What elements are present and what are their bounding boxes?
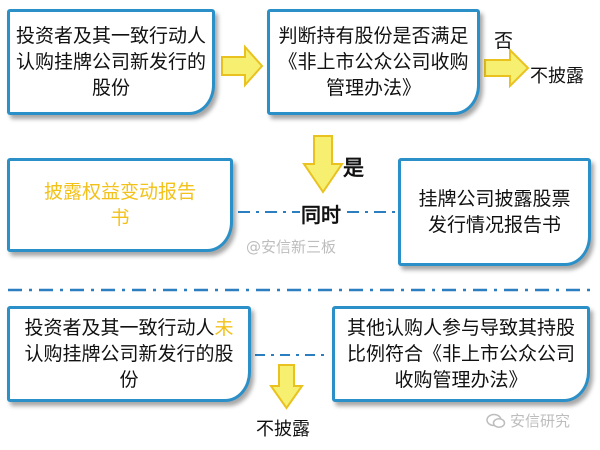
label-no-disclose-top: 不披露 <box>530 66 584 87</box>
box-investor-subscribe-text: 投资者及其一致行动人认购挂牌公司新发行的股份 <box>16 25 207 99</box>
wechat-icon <box>486 413 506 428</box>
arrow-right-no <box>484 47 530 89</box>
box-judge-holding: 判断持有股份是否满足《非上市公众公司收购管理办法》 <box>267 9 480 115</box>
watermark-bottom-right-text: 安信研究 <box>510 412 571 430</box>
label-no: 否 <box>494 30 514 52</box>
box-investor-subscribe: 投资者及其一致行动人认购挂牌公司新发行的股份 <box>7 9 215 115</box>
box-other-subscribers-text: 其他认购人参与导致其持股比例符合《非上市公众公司收购管理办法》 <box>346 317 575 391</box>
box-judge-holding-text: 判断持有股份是否满足《非上市公众公司收购管理办法》 <box>278 25 469 99</box>
box-investor-not-subscribe-text: 投资者及其一致行动人未认购挂牌公司新发行的股份 <box>10 309 248 399</box>
box-disclose-equity-change-text: 披露权益变动报告书 <box>43 181 196 229</box>
box-company-disclose-issuance: 挂牌公司披露股票发行情况报告书 <box>398 158 591 266</box>
label-yes: 是 <box>343 156 364 180</box>
box-company-disclose-issuance-text: 挂牌公司披露股票发行情况报告书 <box>418 188 571 236</box>
label-no-disclose-bottom: 不披露 <box>256 419 310 440</box>
investor-not-subscribe-part-a: 投资者及其一致行动人 <box>24 317 215 339</box>
watermark-center: @安信新三板 <box>246 238 337 256</box>
arrow-right-1 <box>221 44 264 88</box>
investor-not-subscribe-part-b: 认购挂牌公司新发行的股份 <box>24 343 234 391</box>
investor-not-subscribe-mark: 未 <box>214 317 234 339</box>
arrow-down-no-disclose <box>269 364 304 410</box>
investor-not-subscribe-line: 投资者及其一致行动人未认购挂牌公司新发行的股份 <box>18 315 240 393</box>
box-other-subscribers: 其他认购人参与导致其持股比例符合《非上市公众公司收购管理办法》 <box>332 306 590 402</box>
watermark-bottom-right: 安信研究 <box>486 410 570 431</box>
box-investor-not-subscribe: 投资者及其一致行动人未认购挂牌公司新发行的股份 <box>7 306 251 402</box>
arrow-down-yes <box>302 135 344 194</box>
label-simultaneous: 同时 <box>301 203 341 227</box>
box-disclose-equity-change: 披露权益变动报告书 <box>7 158 233 252</box>
